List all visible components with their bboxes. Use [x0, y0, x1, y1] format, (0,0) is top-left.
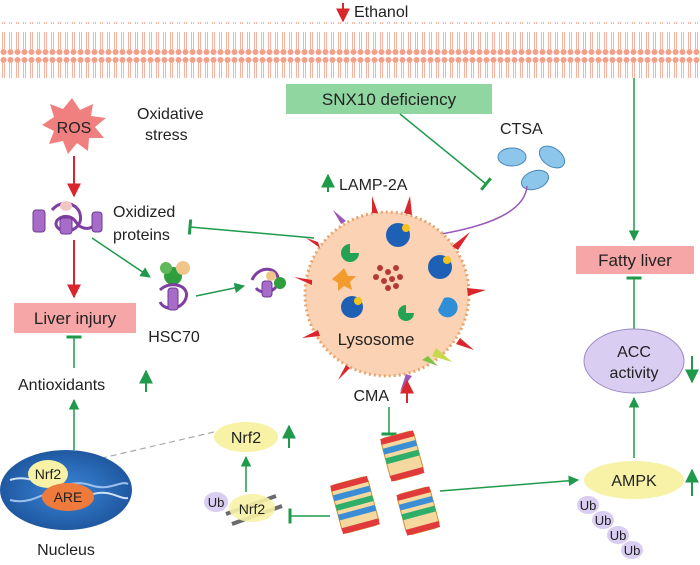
- enzyme-green-1: [341, 244, 359, 262]
- ub-label-1: Ub: [580, 498, 597, 513]
- lamp2a-receptor-6: [404, 196, 412, 215]
- proteasome-to-ampk-arrow: [439, 475, 580, 492]
- ub-label-2: Ub: [595, 513, 612, 528]
- ros-label: ROS: [57, 120, 92, 137]
- nrf2-translocation-dashed: [84, 431, 215, 463]
- ros-star: [42, 98, 106, 154]
- oxidized-proteins-line1: Oxidized: [113, 204, 175, 221]
- hsc70-to-lysosome-arrow: [195, 282, 246, 297]
- ub-label-4: Ub: [624, 543, 641, 558]
- lamp2a-receptor-8: [467, 288, 486, 296]
- ampk-ellipse: [584, 461, 684, 499]
- enzyme-yellow-dot-3: [354, 297, 362, 305]
- proteasome-1: [330, 475, 380, 535]
- nrf2-ub-label: Ub: [208, 495, 225, 510]
- nucleus: Nrf2 ARE: [0, 450, 132, 530]
- enzyme-green-2: [398, 305, 414, 321]
- proteasome-2: [380, 430, 425, 482]
- ub-bubble-2: [592, 511, 614, 529]
- ethanol-group: Ethanol: [336, 3, 408, 23]
- lysosome-label: Lysosome: [338, 330, 415, 349]
- membrane-protein-green-1: [422, 356, 438, 366]
- proteasome-3: [396, 486, 441, 536]
- ub-bubble-4: [621, 541, 643, 559]
- oxidative-stress-line2: stress: [145, 127, 188, 144]
- oxidized-protein-icon: [32, 201, 103, 235]
- lamp2a-label: LAMP-2A: [339, 177, 408, 194]
- nrf2-nuclear-label: Nrf2: [35, 466, 62, 482]
- ub-bubble-3: [607, 526, 629, 544]
- oxidative-stress-line1: Oxidative: [137, 106, 204, 123]
- enzyme-drop: [438, 297, 458, 318]
- acc-label-line2: activity: [610, 365, 659, 382]
- cell-membrane: [0, 22, 700, 78]
- lysosome-inhibits-oxidized-line: [187, 219, 315, 239]
- ub-label-3: Ub: [610, 528, 627, 543]
- nrf2-degraded-label: Nrf2: [239, 501, 266, 517]
- nrf2-degraded-ellipse: [229, 494, 275, 522]
- ctsa-label: CTSA: [500, 121, 543, 138]
- liver-injury-box: [14, 303, 136, 333]
- fatty-liver-box: [576, 246, 694, 274]
- are-label: ARE: [54, 489, 83, 505]
- lamp2a-receptor-1: [306, 238, 320, 248]
- snx10-label: SNX10 deficiency: [322, 90, 457, 109]
- lysosome: Lysosome: [294, 196, 486, 392]
- ampk-ub-chain: Ub Ub Ub Ub: [577, 496, 643, 559]
- snx10-inhibit-line: [399, 113, 492, 191]
- nrf2-free-label: Nrf2: [231, 430, 261, 447]
- oxidized-to-hsc70-arrow: [91, 237, 151, 278]
- ampk-label: AMPK: [611, 473, 657, 490]
- proteasome-group: [330, 430, 441, 536]
- lamp2a-receptor-4: [338, 365, 350, 380]
- nrf2-ub-bubble: [204, 492, 228, 512]
- lamp2a-receptor-2: [294, 277, 312, 285]
- lamp2a-receptor-3: [302, 330, 320, 338]
- ethanol-label: Ethanol: [354, 4, 408, 21]
- snx10-box: [286, 84, 492, 114]
- bound-protein-icon: [250, 267, 286, 298]
- liver-injury-label: Liver injury: [34, 309, 117, 328]
- hsc70-label: HSC70: [148, 329, 200, 346]
- hsc70-complex-icon: [158, 261, 190, 311]
- acc-label-line1: ACC: [617, 344, 651, 361]
- enzyme-orange-star: [332, 268, 356, 291]
- enzyme-yellow-dot-2: [443, 256, 451, 264]
- lamp2a-receptor-9: [456, 338, 474, 350]
- nrf2-ub-complex: Ub Nrf2: [204, 492, 283, 526]
- cma-label: CMA: [353, 388, 389, 405]
- ctsa-protein-icon: [497, 145, 566, 191]
- lamp2a-receptor-7: [452, 232, 470, 250]
- enzyme-yellow-dot-1: [402, 224, 410, 232]
- nucleus-label: Nucleus: [37, 542, 95, 559]
- nrf2-free-ellipse: [214, 422, 278, 452]
- antioxidants-label: Antioxidants: [18, 377, 105, 394]
- are-ellipse: [42, 483, 94, 511]
- acc-activity-ellipse: [583, 328, 685, 394]
- lamp2a-receptor-5: [372, 196, 378, 213]
- fatty-liver-label: Fatty liver: [598, 251, 672, 270]
- nrf2-nuclear-ellipse: [28, 460, 68, 488]
- membrane-protein-purple-1: [333, 210, 346, 224]
- oxidized-proteins-line2: proteins: [113, 227, 170, 244]
- ub-bubble-1: [577, 496, 599, 514]
- dna-strand-2: [9, 482, 129, 503]
- substrate-dots: [373, 265, 403, 291]
- membrane-protein-green-2: [432, 348, 452, 362]
